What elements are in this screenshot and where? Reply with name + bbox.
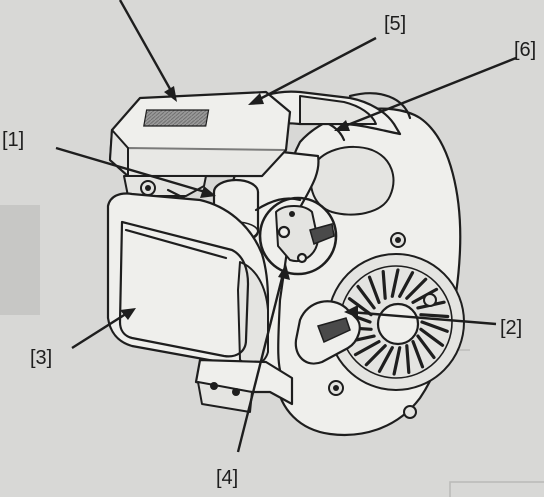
fuel-tank [106, 192, 270, 366]
grille-slot [377, 346, 394, 373]
grille-slot [405, 344, 411, 374]
grille-slot [405, 277, 428, 300]
callout-3-label: [3] [30, 347, 52, 369]
grille-slot [390, 268, 400, 298]
grille-slot [398, 271, 415, 298]
grille-slot [353, 340, 381, 357]
recoil-starter-housing [272, 107, 465, 437]
grille-slot [420, 320, 449, 333]
grille-slot [419, 327, 445, 347]
grille-slot [419, 313, 450, 319]
grille-slot [411, 340, 425, 369]
choke-lever-detail-circle [258, 196, 338, 276]
grille-slot [381, 270, 387, 300]
callout-6-label: [6] [514, 39, 536, 61]
callout-4-label: [4] [216, 467, 238, 489]
leader-lines [55, 0, 517, 453]
callout-labels: [1] [2] [3] [4] [5] [6] [2, 13, 536, 489]
engine-top-shroud [242, 90, 412, 136]
grille-slot [416, 334, 436, 360]
engine-base [194, 358, 294, 413]
starter-handle [294, 300, 361, 365]
grille-slot [347, 297, 373, 317]
background-bleed [0, 109, 544, 497]
grille-slot [392, 346, 402, 376]
grille-slot [356, 284, 376, 310]
callout-1-label: [1] [2, 129, 24, 151]
callout-5-label: [5] [384, 13, 406, 35]
grille-slot [367, 275, 381, 304]
grille-slot [364, 344, 387, 367]
callout-2-label: [2] [500, 317, 522, 339]
air-cleaner [108, 90, 292, 221]
